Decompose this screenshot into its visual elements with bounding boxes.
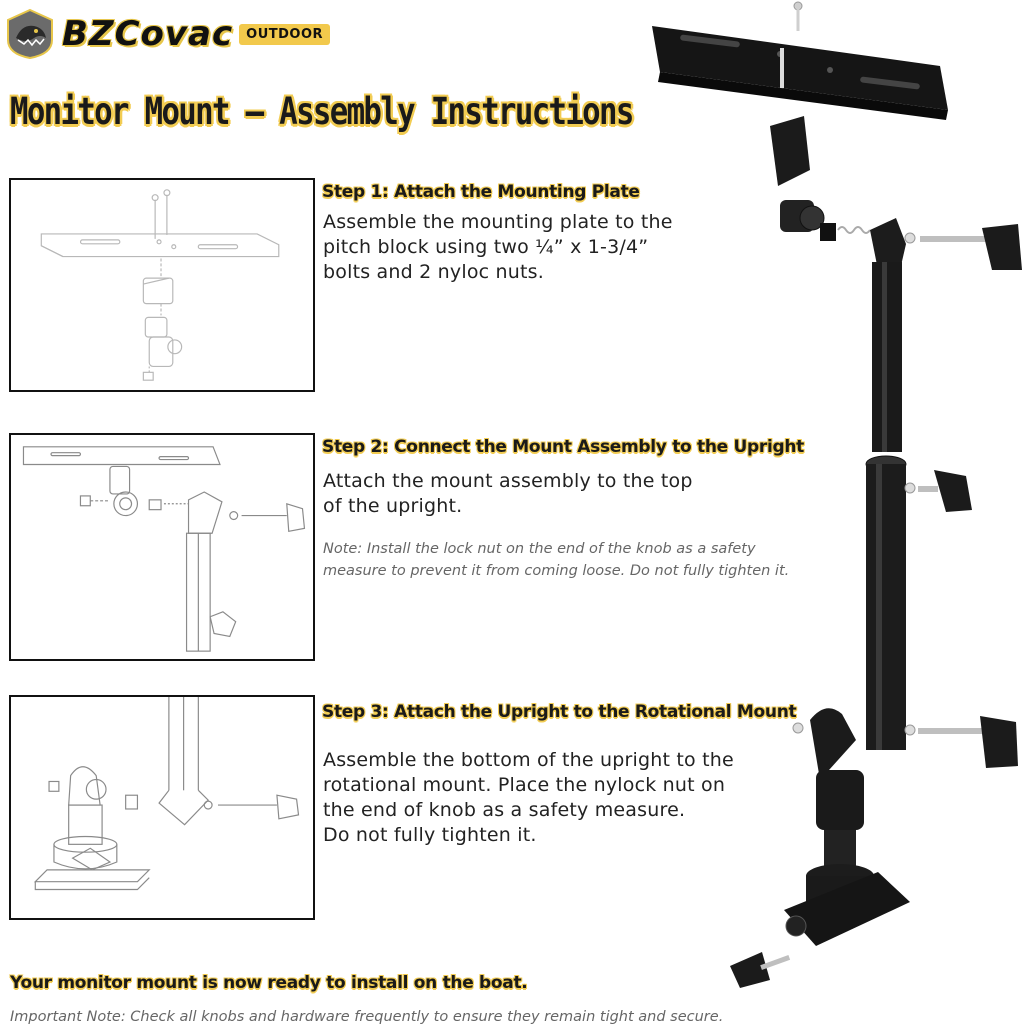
- swivel-joint-icon: [780, 200, 871, 241]
- middle-knob-icon: [904, 470, 972, 512]
- mount-to-upright-diagram-icon: [22, 446, 306, 652]
- lower-tube-icon: [865, 455, 907, 750]
- brand-name: BZCovac: [62, 14, 234, 54]
- rotational-mount-icon: [730, 708, 910, 988]
- monitor-mount-product-image: [652, 1, 1022, 988]
- bottom-knob-icon: [904, 716, 1018, 768]
- mounting-plate-icon: [652, 26, 948, 120]
- page-title: Monitor Mount – Assembly Instructions: [10, 90, 634, 133]
- final-message: Your monitor mount is now ready to insta…: [10, 973, 528, 993]
- pitch-block-icon: [770, 116, 810, 186]
- step-1-body: Assemble the mounting plate to the pitch…: [323, 211, 673, 283]
- mounting-plate-diagram-icon: [40, 189, 280, 381]
- step-3-diagram: [9, 695, 315, 920]
- step-1-diagram: [9, 178, 315, 392]
- step-1-heading: Step 1: Attach the Mounting Plate: [322, 182, 640, 202]
- top-knob-icon: [904, 224, 1022, 270]
- upper-tube-icon: [870, 218, 906, 452]
- brand-logo-icon: [7, 8, 53, 60]
- important-note: Important Note: Check all knobs and hard…: [10, 1009, 724, 1025]
- top-screw-icon: [793, 1, 803, 31]
- step-2-body: Attach the mount assembly to the top of …: [323, 470, 693, 517]
- step-2-diagram: [9, 433, 315, 661]
- step-2-note: Note: Install the lock nut on the end of…: [323, 541, 790, 579]
- brand-header: BZCovac OUTDOOR: [4, 6, 331, 62]
- brand-badge: OUTDOOR: [239, 23, 331, 45]
- step-2-heading: Step 2: Connect the Mount Assembly to th…: [322, 437, 804, 457]
- upright-to-rotational-mount-diagram-icon: [33, 697, 300, 891]
- step-3-heading: Step 3: Attach the Upright to the Rotati…: [322, 702, 797, 722]
- step-3-body: Assemble the bottom of the upright to th…: [323, 749, 734, 846]
